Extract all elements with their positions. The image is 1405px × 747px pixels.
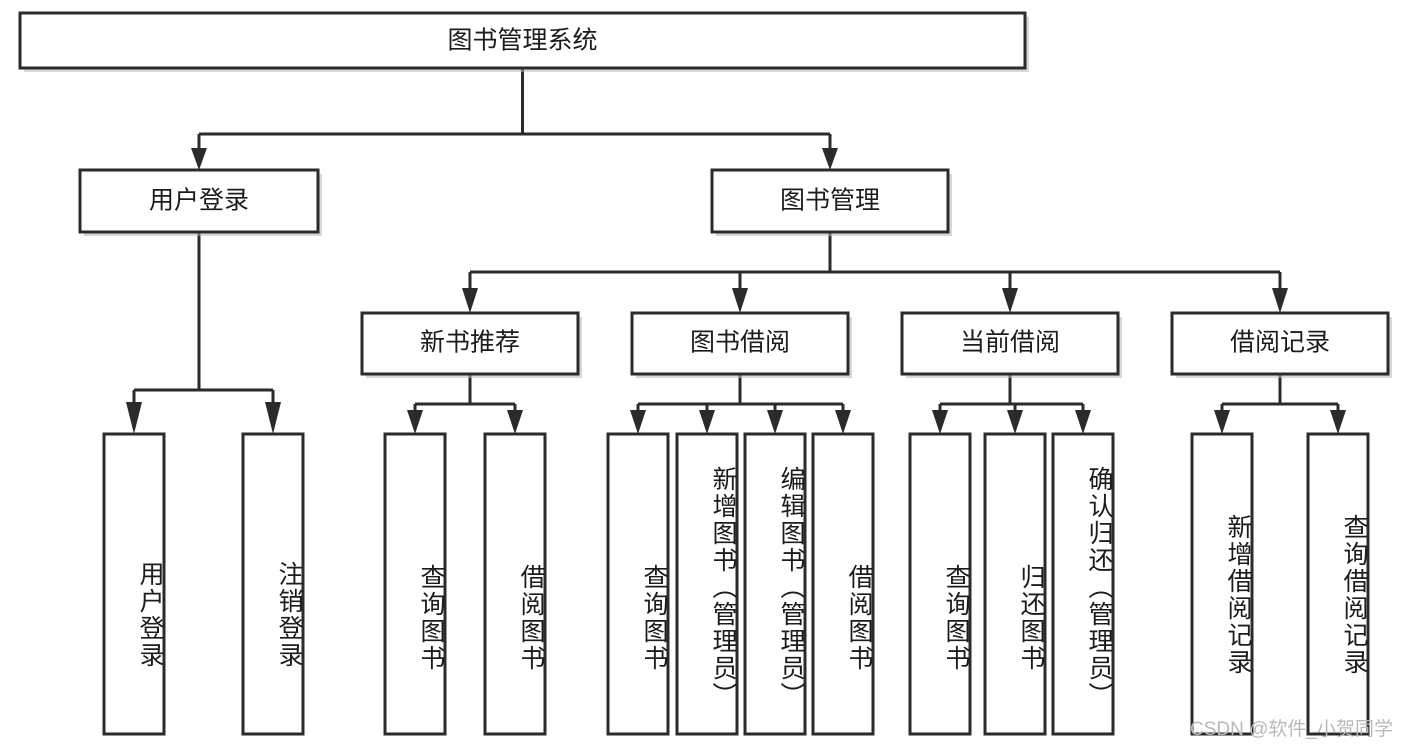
arrowhead-leaf-confirm-return — [1075, 410, 1091, 434]
leaf-rect-logout-login[interactable] — [241, 432, 305, 736]
node-root[interactable]: 图书管理系统 — [18, 11, 1029, 72]
node-new-book-rec-label: 新书推荐 — [420, 329, 520, 357]
arrowhead-leaf-borrow-book-rec — [507, 410, 523, 434]
arrowhead-borrow-record — [1272, 288, 1288, 313]
node-borrow-record-label: 借阅记录 — [1230, 329, 1330, 357]
node-book-borrow-label: 图书借阅 — [690, 329, 790, 357]
node-current-borrow-label: 当前借阅 — [960, 329, 1060, 357]
leaf-rect-add-borrow-record[interactable] — [1190, 432, 1254, 736]
arrowhead-user-login — [191, 148, 207, 170]
arrowhead-new-book-rec — [462, 288, 478, 313]
leaf-rects — [102, 432, 1370, 736]
leaf-rect-query-book-rec[interactable] — [383, 432, 447, 736]
node-borrow-record[interactable]: 借阅记录 — [1170, 311, 1392, 378]
node-book-manage-label: 图书管理 — [780, 187, 880, 215]
arrowhead-leaf-return-book — [1007, 410, 1023, 434]
arrowhead-leaf-borrow-book — [835, 410, 851, 434]
leaf-rect-return-book[interactable] — [983, 432, 1047, 736]
node-layer: 图书管理系统 用户登录 图书管理 新书推荐 — [18, 11, 1392, 736]
connector-layer — [126, 68, 1346, 434]
arrowhead-leaf-logout-login — [265, 402, 281, 434]
leaf-rect-add-book[interactable] — [675, 432, 739, 736]
node-user-login[interactable]: 用户登录 — [78, 168, 322, 236]
leaf-rect-edit-book[interactable] — [743, 432, 807, 736]
node-current-borrow[interactable]: 当前借阅 — [900, 311, 1122, 378]
arrowhead-leaf-user-login — [126, 402, 142, 434]
leaf-rect-query-borrow-record[interactable] — [1306, 432, 1370, 736]
arrowhead-leaf-query-book-rec — [407, 410, 423, 434]
node-user-login-label: 用户登录 — [149, 187, 249, 215]
node-book-borrow[interactable]: 图书借阅 — [630, 311, 852, 378]
arrowhead-current-borrow — [1002, 288, 1018, 313]
node-book-manage[interactable]: 图书管理 — [710, 168, 952, 236]
arrowhead-leaf-add-book — [699, 410, 715, 434]
leaf-rect-query-book-borrow[interactable] — [606, 432, 670, 736]
arrowhead-leaf-add-borrow-record — [1214, 410, 1230, 434]
node-new-book-rec[interactable]: 新书推荐 — [360, 311, 582, 378]
node-root-label: 图书管理系统 — [447, 27, 597, 55]
arrowhead-leaf-query-book-cur — [932, 410, 948, 434]
leaf-rect-query-book-cur[interactable] — [908, 432, 972, 736]
arrowhead-book-borrow — [732, 288, 748, 313]
leaf-rect-borrow-book-rec[interactable] — [483, 432, 547, 736]
leaf-rect-confirm-return[interactable] — [1051, 432, 1115, 736]
arrowhead-leaf-edit-book — [767, 410, 783, 434]
arrowhead-book-manage — [822, 148, 838, 170]
leaf-rect-user-login[interactable] — [102, 432, 166, 736]
leaf-rect-borrow-book[interactable] — [811, 432, 875, 736]
arrowhead-leaf-query-book-borrow — [630, 410, 646, 434]
arrowhead-leaf-query-borrow-record — [1330, 410, 1346, 434]
